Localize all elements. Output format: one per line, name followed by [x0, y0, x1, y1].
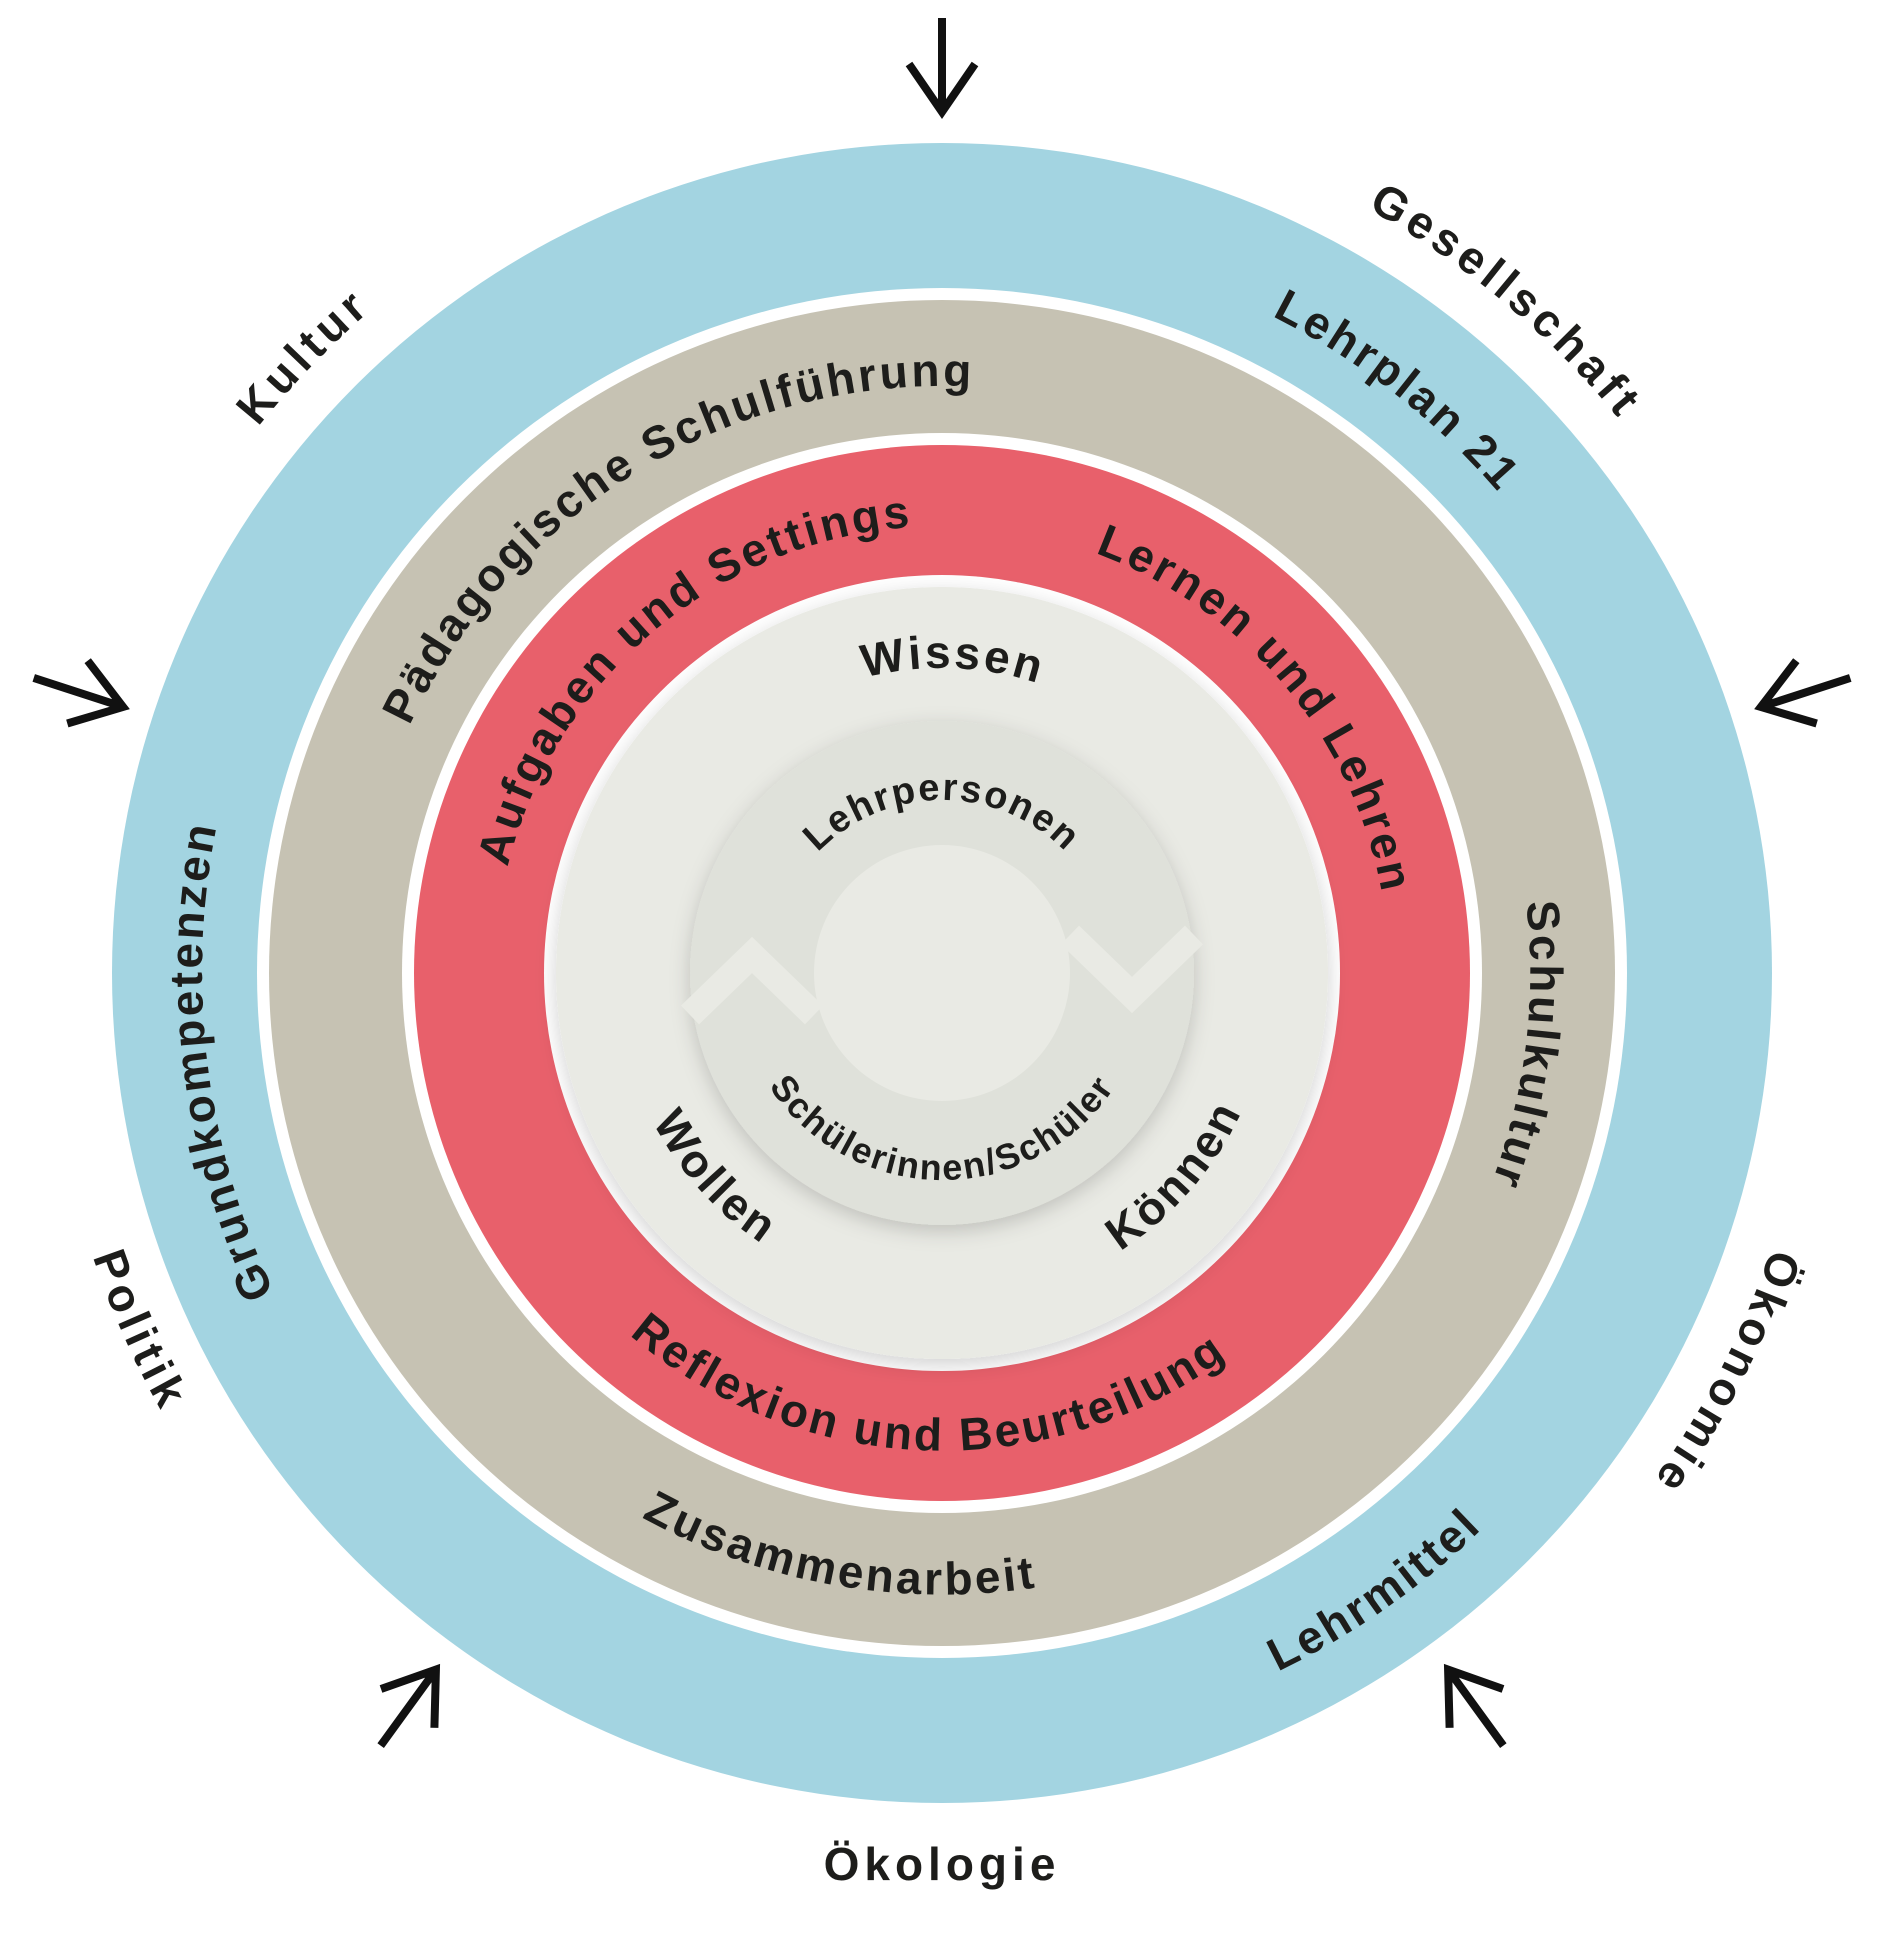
cycle-hole [814, 845, 1070, 1101]
inward-arrow-upper-right-icon [1754, 658, 1852, 728]
inward-arrow-top-icon [905, 18, 979, 120]
inward-arrow-lower-left-icon [377, 1663, 441, 1748]
cycle-arrow-notch-right-icon [1060, 925, 1204, 1014]
inward-arrow-lower-right-icon [1443, 1663, 1507, 1748]
label-oekologie: Ökologie [824, 1838, 1061, 1890]
cycle-arrow-notch-left-icon [680, 936, 824, 1025]
context-arrows [32, 18, 1852, 1748]
inward-arrow-upper-left-icon [32, 658, 130, 728]
